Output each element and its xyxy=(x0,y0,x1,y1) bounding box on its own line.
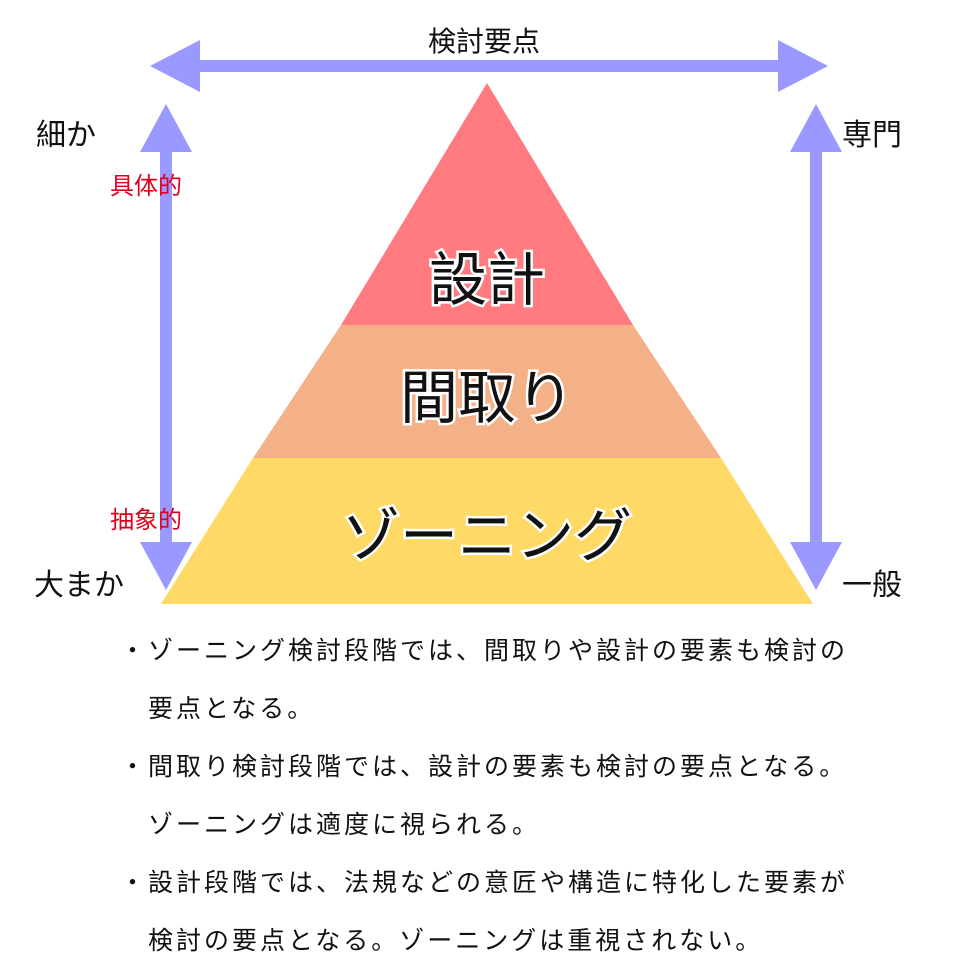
tier-bottom-label: ゾーニング xyxy=(342,502,632,570)
right-double-arrow xyxy=(790,104,842,590)
right-bottom-label: 一般 xyxy=(842,568,902,603)
left-top-label: 細か xyxy=(36,118,96,153)
left-bottom-sublabel: 抽象的 xyxy=(110,506,182,534)
pyramid xyxy=(161,83,813,604)
tier-middle-shape xyxy=(253,325,721,458)
left-bottom-label: 大まか xyxy=(34,568,124,603)
left-double-arrow xyxy=(140,104,192,590)
top-label: 検討要点 xyxy=(428,25,541,58)
tier-top-label: 設計 xyxy=(429,246,545,314)
note-bullet: ・ xyxy=(120,752,149,781)
note-line1: ゾーニング検討段階では、間取りや設計の要素も検討の xyxy=(148,636,849,665)
right-top-label: 専門 xyxy=(842,118,902,153)
tier-top-shape xyxy=(341,83,633,325)
note-line2: 要点となる。 xyxy=(148,694,316,723)
note-bullet: ・ xyxy=(120,636,149,665)
tier-middle-label: 間取り xyxy=(400,364,574,432)
note-line2: 検討の要点となる。ゾーニングは重視されない。 xyxy=(148,926,764,955)
note-line1: 設計段階では、法規などの意匠や構造に特化した要素が xyxy=(148,868,849,897)
note-bullet: ・ xyxy=(120,868,149,897)
note-item: ・設計段階では、法規などの意匠や構造に特化した要素が 検討の要点となる。ゾーニン… xyxy=(120,854,940,970)
note-line2: ゾーニングは適度に視られる。 xyxy=(148,810,541,839)
note-item: ・ゾーニング検討段階では、間取りや設計の要素も検討の 要点となる。 xyxy=(120,622,940,738)
top-double-arrow xyxy=(150,40,828,92)
note-item: ・間取り検討段階では、設計の要素も検討の要点となる。 ゾーニングは適度に視られる… xyxy=(120,738,940,854)
tier-bottom-shape xyxy=(161,458,813,604)
note-line1: 間取り検討段階では、設計の要素も検討の要点となる。 xyxy=(148,752,848,781)
notes-list: ・ゾーニング検討段階では、間取りや設計の要素も検討の 要点となる。 ・間取り検討… xyxy=(120,622,940,970)
left-top-sublabel: 具体的 xyxy=(110,172,182,200)
